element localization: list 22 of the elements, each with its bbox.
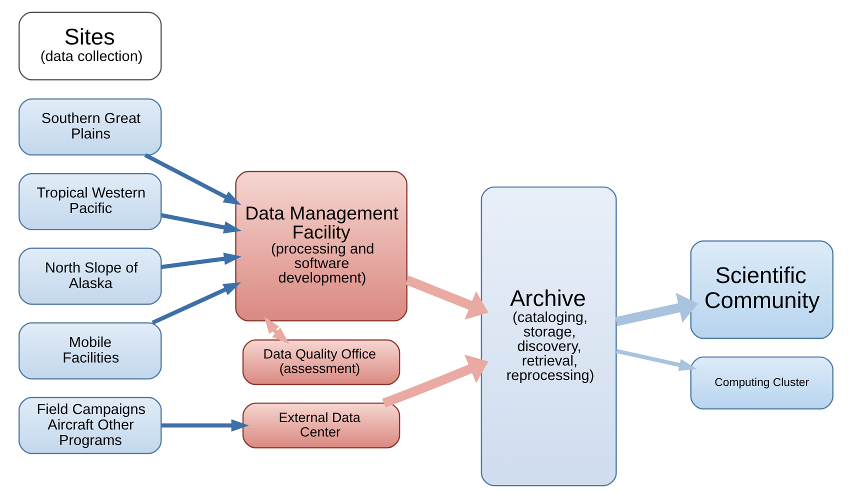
arrow xyxy=(382,354,488,408)
node-box: Data Management Facility (processing and software development) xyxy=(235,170,408,322)
arrow xyxy=(405,276,488,320)
node-box: Tropical Western Pacific xyxy=(18,172,162,230)
node-box: Scientific Community xyxy=(690,240,834,340)
arrow xyxy=(152,282,242,325)
arrow xyxy=(144,153,242,206)
node-box: Sites (data collection) xyxy=(18,12,162,80)
arrow xyxy=(160,252,242,270)
arrow xyxy=(160,213,242,234)
arrow xyxy=(264,316,290,344)
arrow xyxy=(616,349,697,372)
arrow xyxy=(615,292,698,326)
node-box: External Data Center xyxy=(242,402,400,448)
node-box: Field Campaigns Aircraft Other Programs xyxy=(18,396,162,454)
node-box: Archive (cataloging, storage, discovery, retrieval, reprocessing) xyxy=(480,186,617,486)
node-box: Computing Cluster xyxy=(690,356,834,410)
arrow xyxy=(161,419,249,432)
node-box: Mobile Facilities xyxy=(18,322,162,380)
node-box: North Slope of Alaska xyxy=(18,248,162,305)
node-box: Data Quality Office (assessment) xyxy=(242,339,400,386)
node-box: Southern Great Plains xyxy=(18,98,162,156)
